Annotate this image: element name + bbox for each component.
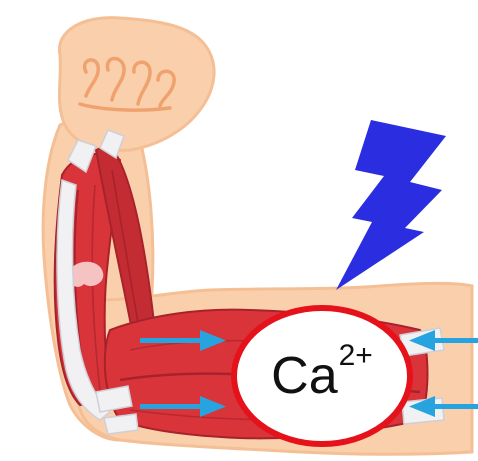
ion-symbol: Ca (271, 350, 337, 402)
ion-charge: 2+ (339, 341, 373, 371)
lightning-bolt-icon (336, 120, 446, 290)
